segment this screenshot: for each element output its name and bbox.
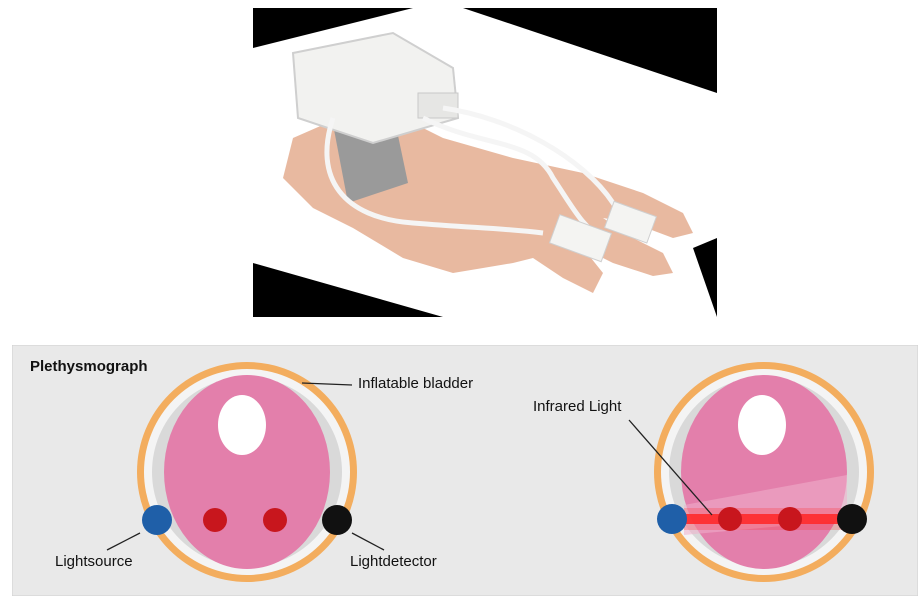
lightdetector-label: Lightdetector bbox=[350, 553, 437, 570]
lightsource-label: Lightsource bbox=[55, 553, 133, 570]
bone bbox=[738, 395, 786, 455]
bladder-label: Inflatable bladder bbox=[358, 375, 473, 392]
device-photo bbox=[253, 8, 717, 317]
blood-vessel bbox=[718, 507, 742, 531]
bone bbox=[218, 395, 266, 455]
blood-vessel bbox=[263, 508, 287, 532]
light-source bbox=[142, 505, 172, 535]
light-detector bbox=[322, 505, 352, 535]
light-source bbox=[657, 504, 687, 534]
diagram-title: Plethysmograph bbox=[30, 358, 148, 375]
infrared-label: Infrared Light bbox=[533, 398, 621, 415]
blood-vessel bbox=[203, 508, 227, 532]
light-detector bbox=[837, 504, 867, 534]
blood-vessel bbox=[778, 507, 802, 531]
